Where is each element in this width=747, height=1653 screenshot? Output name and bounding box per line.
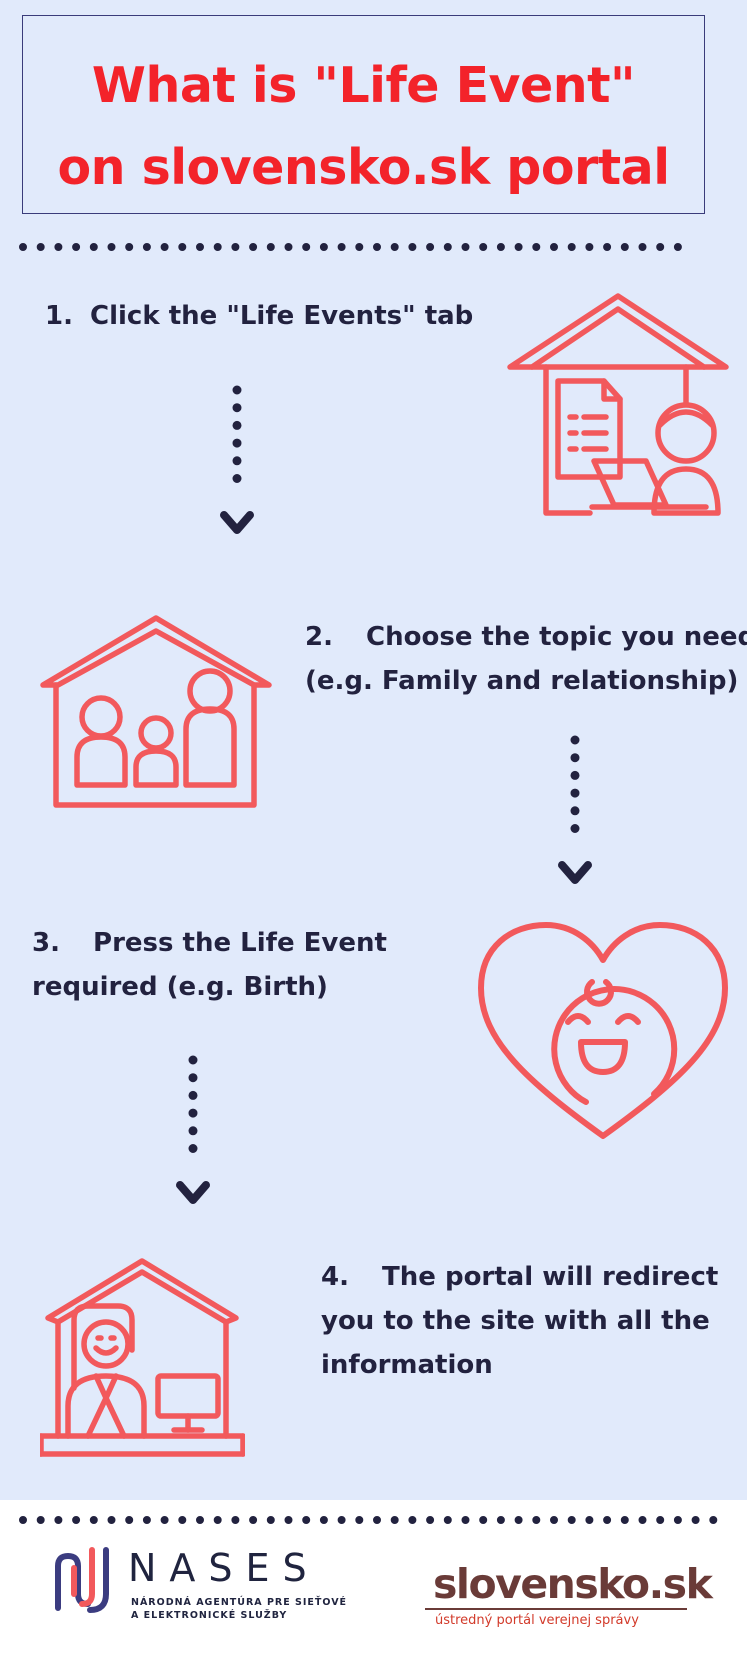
nases-subtitle-line-1: NÁRODNÁ AGENTÚRA PRE SIEŤOVÉ [131,1597,348,1608]
nases-subtitle: NÁRODNÁ AGENTÚRA PRE SIEŤOVÉ A ELEKTRONI… [131,1596,347,1622]
remote-work-house-icon [507,293,729,516]
slovensko-logo-underline [425,1608,687,1610]
nases-logo-text: NASES [128,1546,320,1590]
title-line-1: What is "Life Event" [91,57,636,114]
step-2-line-2: (e.g. Family and relationship) [305,666,739,696]
step-3-line-1: Press the Life Event [93,928,387,958]
step-4-text: 4. The portal will redirect you to the s… [321,1255,718,1387]
arrow-down-icon [220,385,254,534]
step-2-number: 2. [305,622,333,652]
footer-panel [0,1500,747,1653]
nases-subtitle-line-2: A ELEKTRONICKÉ SLUŽBY [131,1610,288,1621]
slovensko-logo-text: slovensko.sk [433,1560,713,1608]
step-3-line-2: required (e.g. Birth) [32,972,328,1002]
step-1-text: 1. Click the "Life Events" tab [45,294,473,338]
step-1-line-1: Click the "Life Events" tab [90,301,474,331]
step-2-text: 2. Choose the topic you need (e.g. Famil… [305,615,747,703]
office-worker-house-icon [40,1258,245,1457]
step-4-line-2: you to the site with all the [321,1306,710,1336]
step-3-text: 3. Press the Life Event required (e.g. B… [32,921,387,1009]
nases-logo-icon [55,1547,109,1613]
arrow-down-icon [176,1055,210,1204]
slovensko-tagline: ústredný portál verejnej správy [435,1613,639,1628]
step-4-line-1: The portal will redirect [382,1262,719,1292]
step-4-line-3: information [321,1350,493,1380]
title-line-2: on slovensko.sk portal [57,139,670,196]
family-house-icon [40,615,272,808]
step-1-number: 1. [45,301,73,331]
dotted-separator-bottom [19,1516,729,1524]
baby-heart-icon [478,922,728,1139]
step-4-number: 4. [321,1262,349,1292]
dotted-separator-top [19,243,682,251]
step-2-line-1: Choose the topic you need [366,622,747,652]
step-3-number: 3. [32,928,60,958]
arrow-down-icon [558,735,592,884]
title-box: What is "Life Event" on slovensko.sk por… [22,15,705,214]
